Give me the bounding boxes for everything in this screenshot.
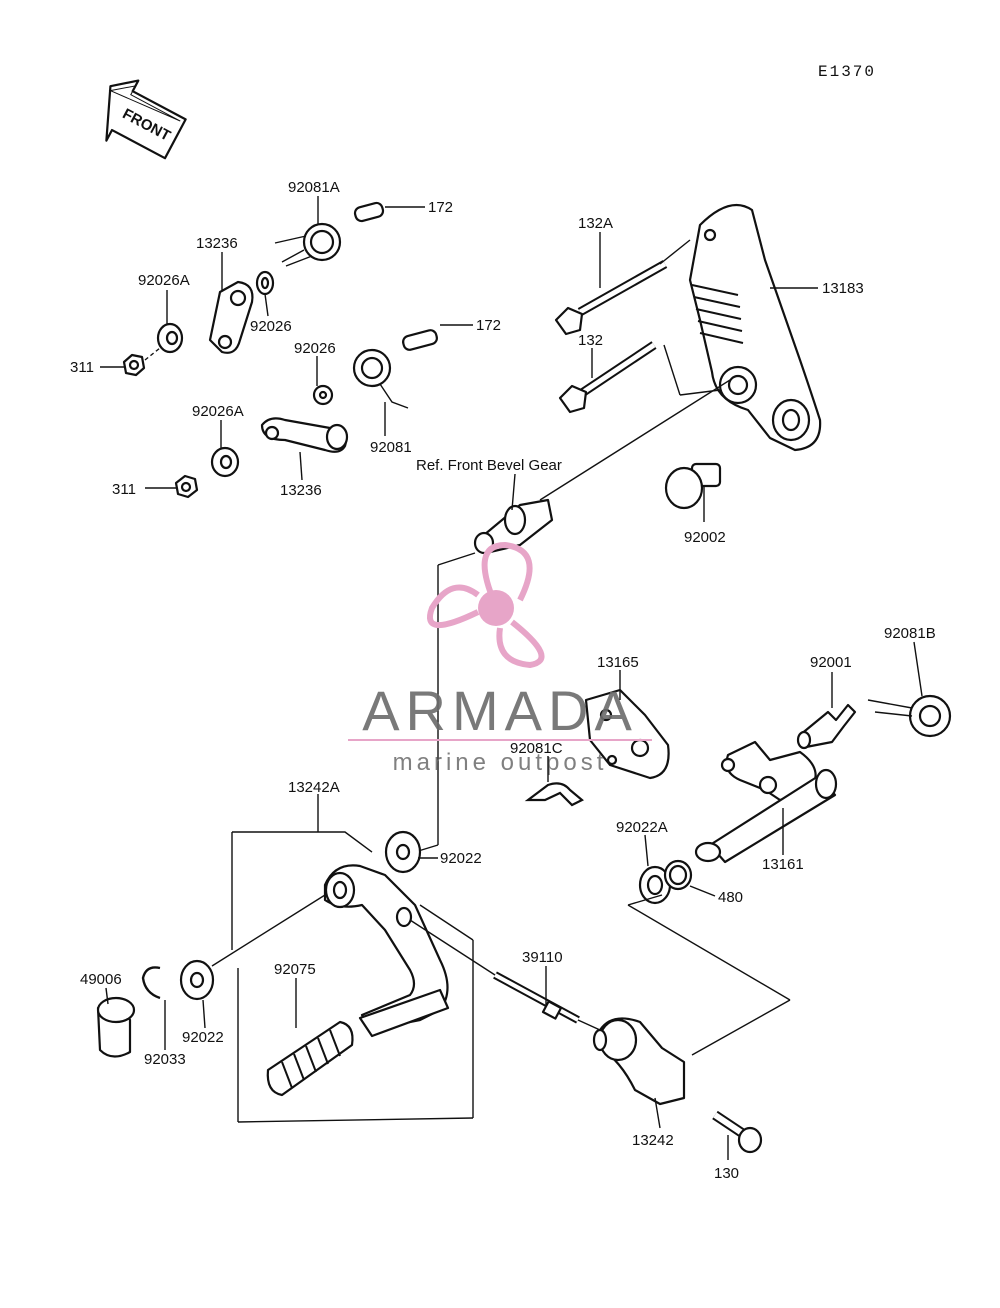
spring-92081B [867,694,952,738]
bolt-132A [554,260,668,336]
clip-92081C [524,782,584,807]
joint-13242 [592,1017,686,1106]
arm-13236-lower [260,417,349,453]
watermark-tagline: marine outpost [393,749,608,776]
label-92033: 92033 [144,1051,186,1068]
assembly-box-13242A [231,831,474,1123]
nut-311-upper [122,353,146,377]
label-132: 132 [578,332,603,349]
label-172-upper: 172 [428,199,453,216]
shaft-13161 [694,740,838,864]
label-92022-upper: 92022 [440,850,482,867]
label-130: 130 [714,1165,739,1182]
washer-92022-upper [384,830,422,874]
label-92001: 92001 [810,654,852,671]
leader-lines [100,196,923,1160]
circlip-92033 [141,966,161,1000]
ref-note-front-bevel-gear: Ref. Front Bevel Gear [416,457,562,474]
label-92002: 92002 [684,529,726,546]
label-49006: 49006 [80,971,122,988]
front-arrow-icon: FRONT [105,79,187,160]
cap-49006 [96,996,136,1058]
washer-92026-upper [255,270,275,296]
pin-172-upper [353,201,425,223]
shift-pedal-13242A [323,864,450,1038]
washer-92022A [638,865,672,905]
watermark-logo: ARMADA marine outpost [348,541,652,776]
nut-311-lower [174,474,199,499]
label-13236-lower: 13236 [280,482,322,499]
label-92026A-lower: 92026A [192,403,244,420]
shaft-front-bevel-gear [473,498,554,555]
label-92081: 92081 [370,439,412,456]
washer-92026-lower [312,384,334,406]
rod-39110 [493,971,580,1024]
ring-480 [663,859,693,891]
propeller-icon [427,541,545,669]
label-92026A-upper: 92026A [138,272,190,289]
bracket-13183 [688,203,822,452]
label-92022-lower: 92022 [182,1029,224,1046]
watermark-brand: ARMADA [362,679,638,742]
label-13165: 13165 [597,654,639,671]
label-311-upper: 311 [70,359,94,376]
diagram-code: E1370 [818,63,876,81]
label-92075: 92075 [274,961,316,978]
label-39110: 39110 [522,949,563,966]
bolt-132 [558,341,657,414]
bolt-130 [712,1110,763,1154]
label-13183: 13183 [822,280,864,297]
pin-92001 [796,703,857,750]
label-480: 480 [718,889,743,906]
washer-92022-lower [179,959,215,1001]
label-92081B: 92081B [884,625,936,642]
label-132A: 132A [578,215,613,232]
label-172-lower: 172 [476,317,501,334]
label-92026-lower: 92026 [294,340,336,357]
label-13161: 13161 [762,856,804,873]
spring-92081 [352,348,409,409]
pin-172-lower [402,324,473,351]
spring-92081A [274,222,342,267]
label-13236-upper: 13236 [196,235,238,252]
washer-92026A-upper [156,322,184,354]
label-92081A: 92081A [288,179,340,196]
label-13242: 13242 [632,1132,674,1149]
label-13242A: 13242A [288,779,340,796]
rubber-92075 [266,1020,354,1097]
label-311-lower: 311 [112,481,136,498]
bolt-92002 [664,462,722,510]
plate-13165 [584,688,670,780]
washer-92026A-lower [210,446,240,478]
label-92022A: 92022A [616,819,668,836]
label-92026-upper: 92026 [250,318,292,335]
arm-13236-upper [208,280,254,354]
label-92081C: 92081C [510,740,563,757]
